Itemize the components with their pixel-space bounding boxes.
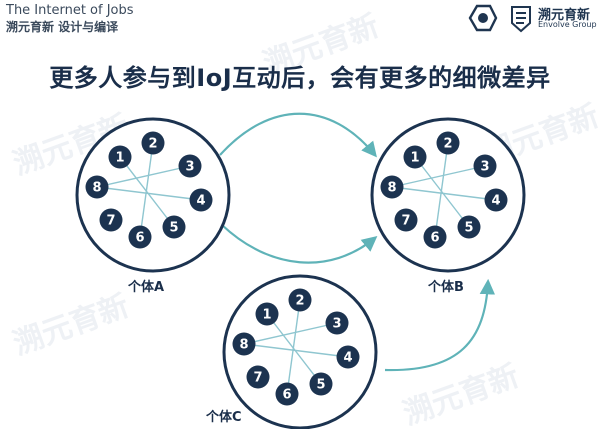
node-label: 8 [239,338,248,353]
interaction-line [431,141,452,239]
node-2: 2 [141,131,165,155]
header: The Internet of Jobs 溯元育新 设计与编译 [6,2,134,36]
node-label: 4 [491,194,500,209]
node-2: 2 [436,131,460,155]
node-label: 7 [106,214,115,229]
node-2: 2 [288,288,312,312]
node-label: 2 [443,137,452,152]
node-6: 6 [128,225,152,249]
node-8: 8 [232,332,256,356]
node-label: 3 [185,160,194,175]
brand-name-en: Envolve Group [538,20,597,29]
node-7: 7 [99,208,123,232]
node-label: 2 [295,294,304,309]
node-5: 5 [162,215,186,239]
node-8: 8 [85,175,109,199]
group-b: 1 2 3 4 5 6 7 8 [370,117,526,273]
node-1: 1 [403,145,427,169]
node-1: 1 [108,145,132,169]
node-label: 6 [135,231,144,246]
node-label: 8 [387,181,396,196]
page-title: 更多人参与到IoJ互动后，会有更多的细微差异 [49,64,551,92]
node-label: 7 [401,214,410,229]
interaction-line [136,141,157,239]
node-label: 5 [316,378,325,393]
node-7: 7 [246,365,270,389]
node-label: 6 [430,231,439,246]
group-c-label: 个体C [206,410,242,425]
arrow-c-to-b [384,278,496,372]
node-4: 4 [336,345,360,369]
node-4: 4 [484,188,508,212]
node-label: 3 [480,160,489,175]
node-6: 6 [423,225,447,249]
shield-mark-icon [511,6,531,33]
node-3: 3 [178,154,202,178]
node-label: 4 [196,194,205,209]
header-line2: 溯元育新 设计与编译 [6,20,119,34]
node-label: 1 [115,151,124,166]
header-line1: The Internet of Jobs [6,3,134,18]
group-b-label: 个体B [428,280,464,295]
brand-name-cn: 溯元育新 [538,8,591,23]
node-label: 8 [92,181,101,196]
node-label: 4 [343,351,352,366]
node-label: 1 [262,308,271,323]
node-3: 3 [473,154,497,178]
node-label: 5 [169,221,178,236]
node-label: 6 [282,388,291,403]
brand-logo [468,4,531,33]
arrow-a-to-b-top [219,112,377,158]
node-label: 7 [253,371,262,386]
group-a-label: 个体A [128,280,165,295]
interaction-line [283,298,304,396]
group-a: 1 2 3 4 5 6 7 8 [75,117,231,273]
hexagon-logo-icon [468,4,498,32]
node-5: 5 [309,372,333,396]
node-5: 5 [457,215,481,239]
arrow-a-to-b-bottom [221,224,378,264]
node-3: 3 [325,311,349,335]
node-6: 6 [275,382,299,406]
node-8: 8 [380,175,404,199]
node-1: 1 [255,302,279,326]
group-c: 1 2 3 4 5 6 7 8 [222,274,378,429]
node-label: 3 [332,317,341,332]
node-7: 7 [394,208,418,232]
node-label: 2 [148,137,157,152]
node-label: 5 [464,221,473,236]
node-label: 1 [410,151,419,166]
node-4: 4 [189,188,213,212]
